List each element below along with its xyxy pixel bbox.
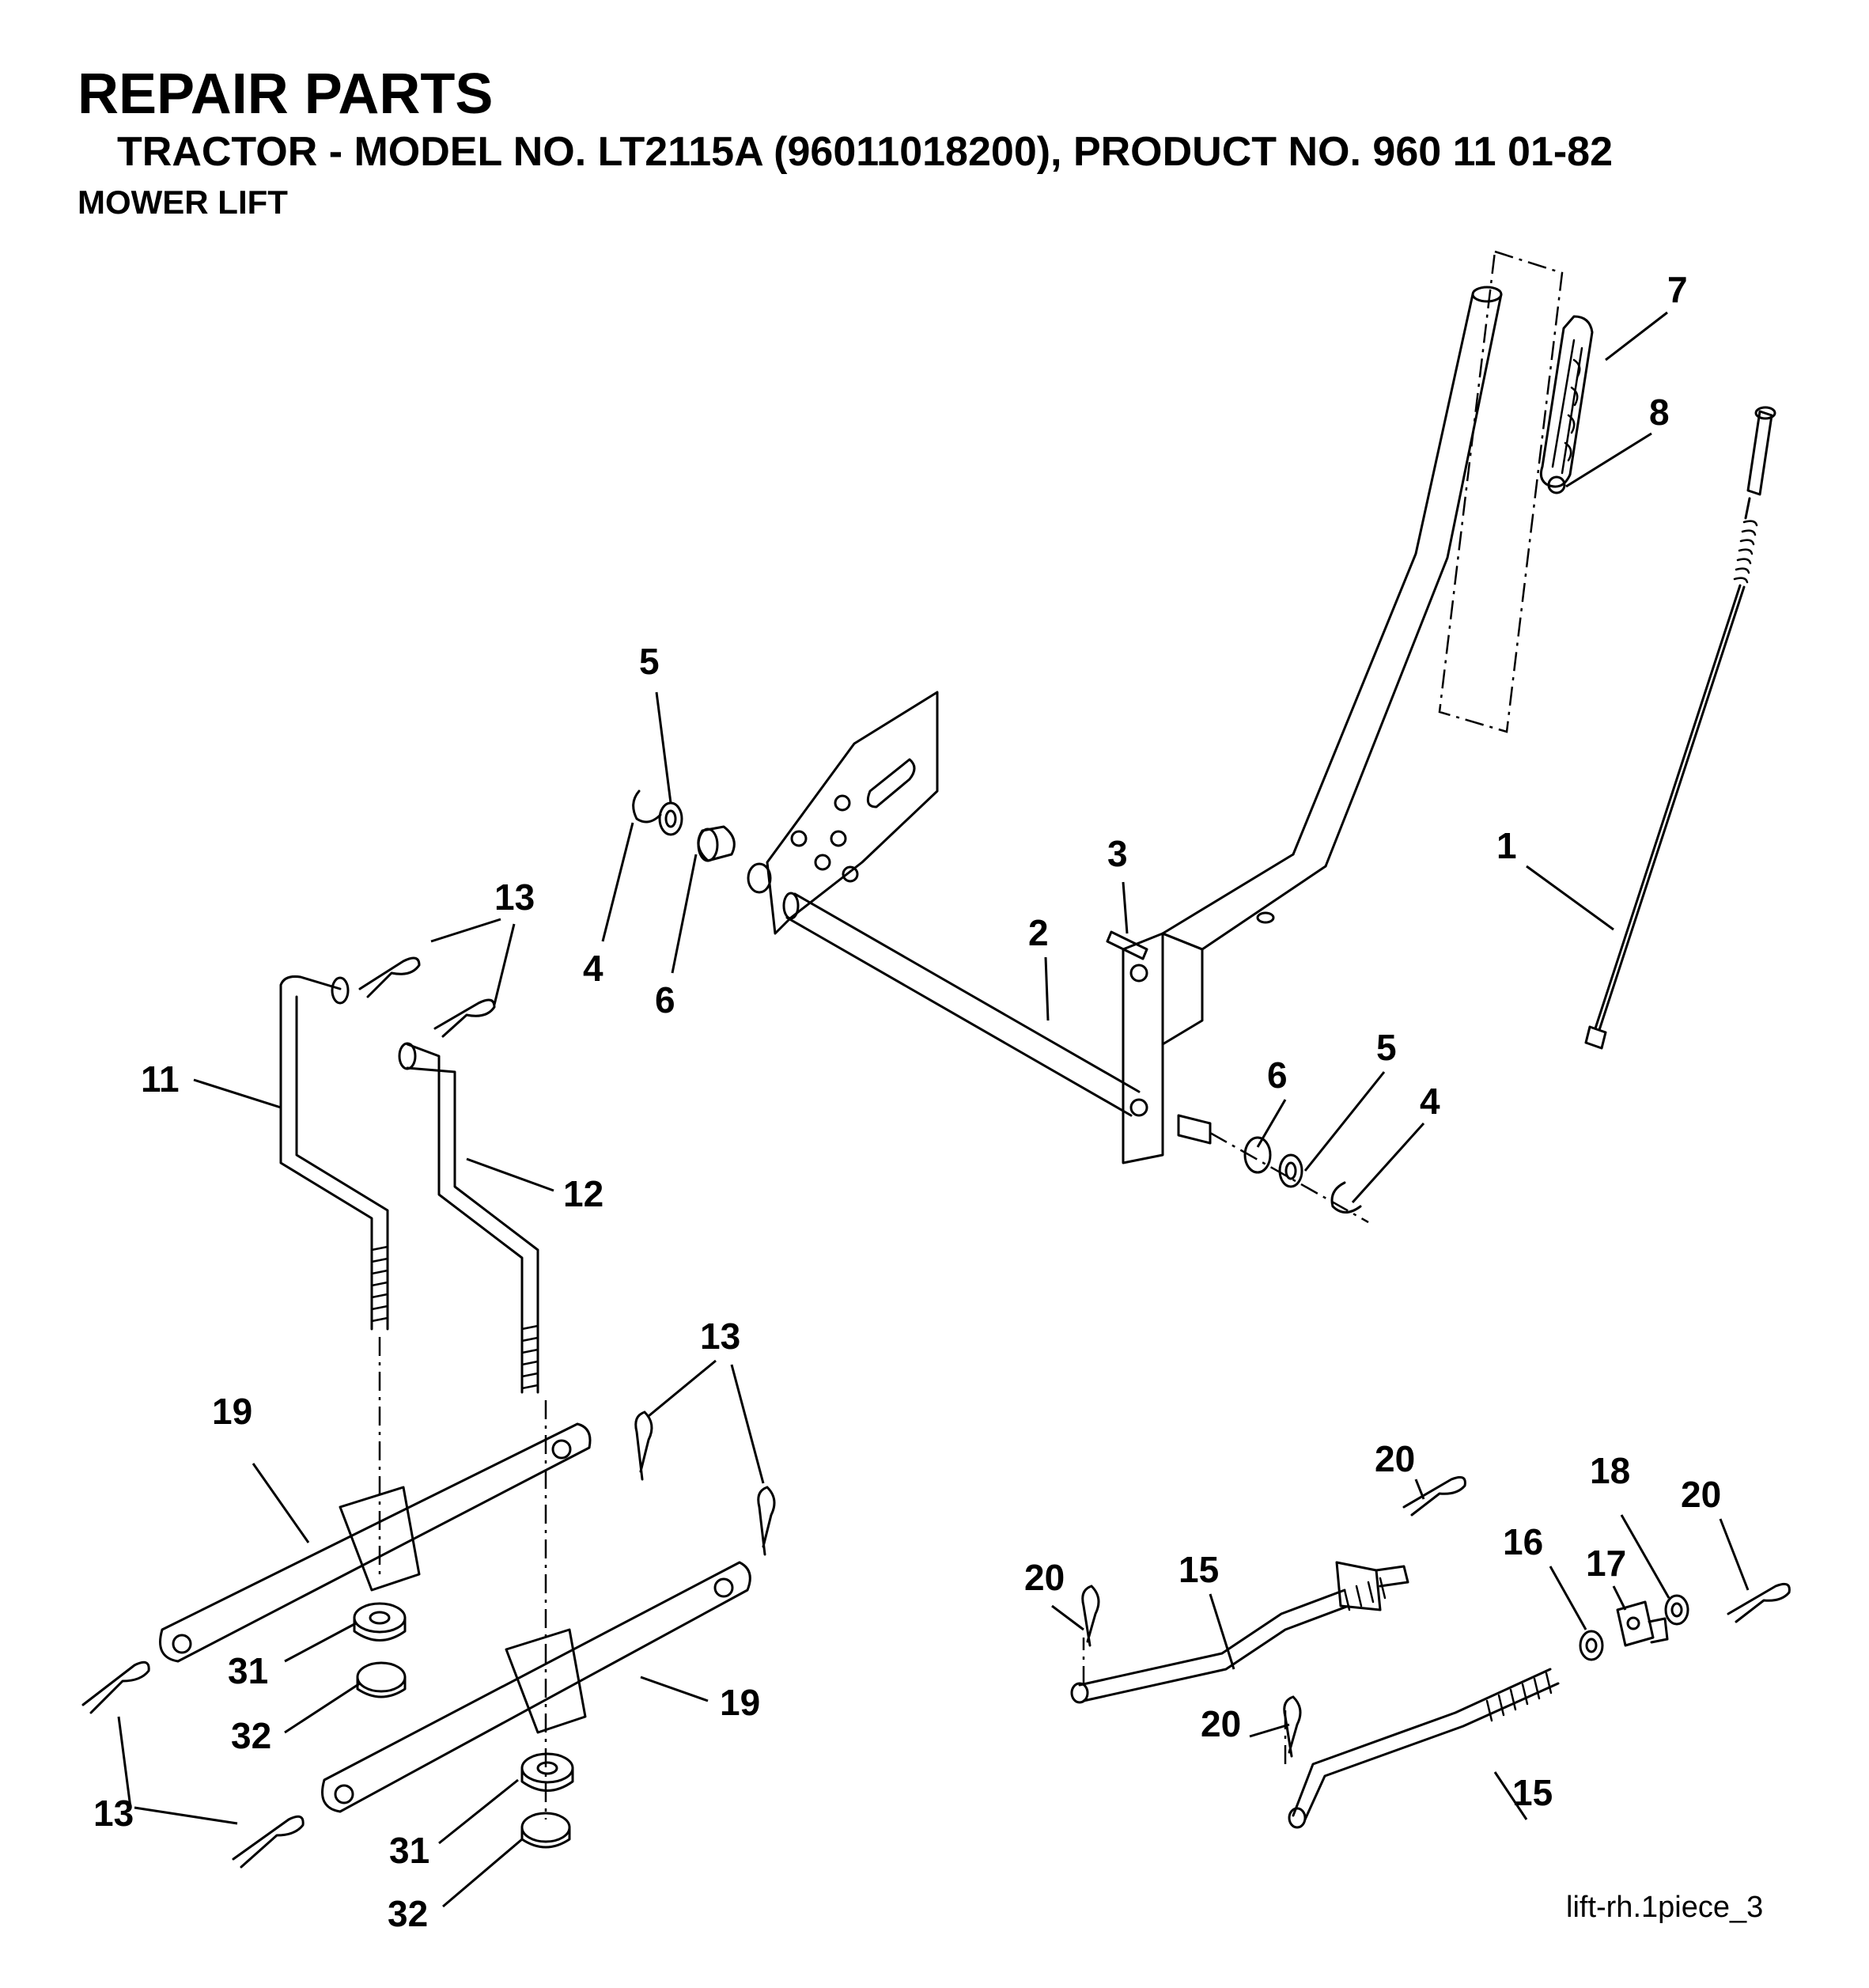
callout-31: 31 [228, 1650, 268, 1691]
figure-identifier: lift-rh.1piece_3 [1566, 1891, 1764, 1924]
hairpin-clips-20 [1081, 1475, 1791, 1758]
callout-19: 19 [720, 1682, 760, 1723]
callout-20: 20 [1375, 1438, 1415, 1479]
bushing-washer-clip-right [1209, 1131, 1369, 1224]
callout-15: 15 [1179, 1549, 1219, 1590]
callout-13: 13 [700, 1316, 740, 1357]
callout-5: 5 [1376, 1027, 1397, 1068]
callout-19: 19 [212, 1391, 252, 1432]
lift-link-11 [279, 975, 389, 1574]
callout-15: 15 [1512, 1772, 1553, 1813]
callout-7: 7 [1667, 269, 1688, 310]
callout-6: 6 [655, 979, 675, 1021]
mounting-plate [766, 691, 939, 935]
callout-6: 6 [1267, 1055, 1288, 1096]
callout-3: 3 [1107, 833, 1128, 874]
section-title: MOWER LIFT [78, 184, 288, 221]
callout-13: 13 [93, 1793, 134, 1834]
callout-4: 4 [583, 948, 603, 989]
callout-20: 20 [1024, 1557, 1065, 1598]
callout-numbers: 7 8 1 5 4 6 3 2 13 11 12 6 5 4 13 19 31 … [93, 269, 1721, 1934]
adjust-rod-lower [1284, 1668, 1560, 1829]
nut-bushing-set-lower [520, 1752, 574, 1849]
hairpin-clips-middle [634, 1411, 776, 1556]
leader-lines [117, 311, 1750, 1908]
page-title: REPAIR PARTS [78, 62, 494, 126]
callout-1: 1 [1496, 825, 1517, 866]
callout-20: 20 [1201, 1703, 1241, 1744]
roll-pin-part [1106, 930, 1148, 960]
lift-handle-lever [1122, 286, 1503, 1164]
swivel-nut-parts [1579, 1594, 1689, 1661]
hairpin-clips-top [358, 956, 496, 1038]
callout-11: 11 [141, 1058, 180, 1100]
lift-arm-19-upper [159, 1422, 592, 1663]
callout-18: 18 [1590, 1450, 1630, 1491]
callout-4: 4 [1420, 1081, 1440, 1122]
handle-grip-part [1438, 250, 1594, 733]
lift-spring-rod-part [1584, 406, 1776, 1050]
callout-13: 13 [494, 877, 535, 918]
callout-16: 16 [1503, 1521, 1543, 1562]
model-subtitle: TRACTOR - MODEL NO. LT2115A (96011018200… [117, 129, 1614, 175]
bushing-washer-clip-left [632, 790, 736, 862]
cross-shaft-part [747, 862, 1212, 1145]
callout-12: 12 [563, 1173, 603, 1214]
callout-32: 32 [388, 1893, 428, 1934]
callout-8: 8 [1649, 392, 1670, 433]
nut-bushing-set-upper [353, 1602, 407, 1698]
lift-arm-19-lower [321, 1561, 751, 1813]
callout-17: 17 [1586, 1543, 1626, 1584]
callout-5: 5 [639, 641, 660, 682]
callout-20: 20 [1681, 1474, 1721, 1515]
adjust-rod-upper [1070, 1561, 1409, 1704]
callout-2: 2 [1028, 912, 1049, 953]
callout-32: 32 [231, 1715, 271, 1756]
hairpin-clips-bottom [81, 1660, 305, 1869]
callout-31: 31 [389, 1830, 429, 1871]
